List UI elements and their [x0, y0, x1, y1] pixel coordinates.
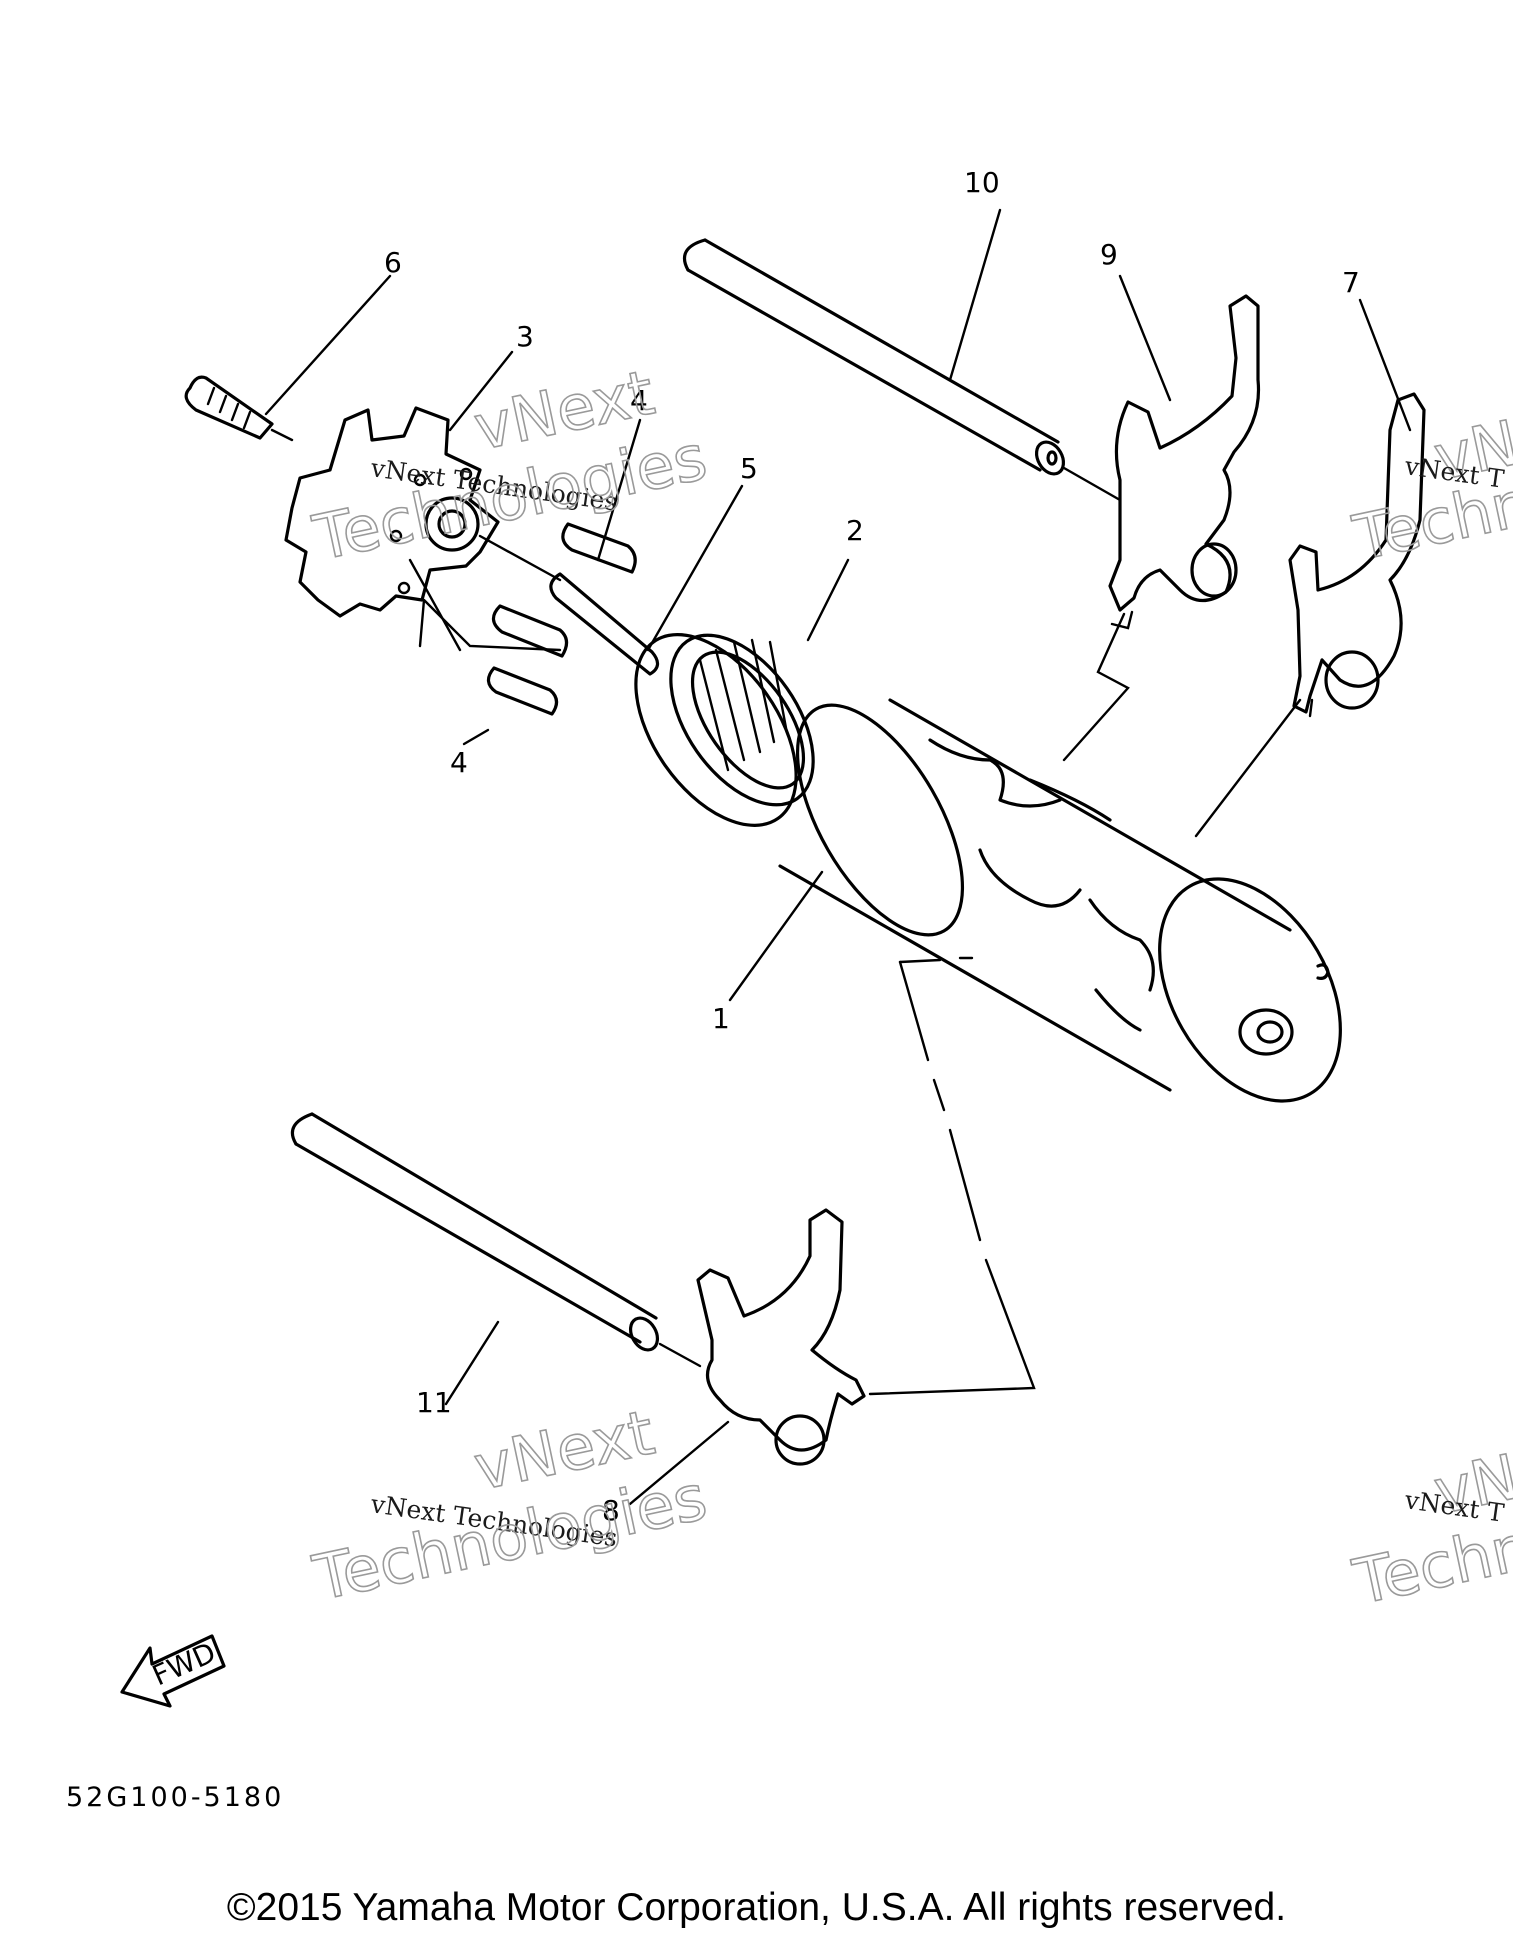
dowel-pins-4	[486, 522, 637, 716]
shift-fork-7	[1288, 392, 1426, 718]
callout-1: 1	[712, 1002, 730, 1035]
segment-3	[284, 406, 562, 652]
bearing-2	[634, 633, 815, 827]
watermark-edge-big-top: vN	[1428, 1440, 1513, 1529]
callout-11: 11	[416, 1386, 452, 1419]
watermark-right-upper: vN vNext T Techn	[1346, 405, 1513, 575]
shift-fork-8	[696, 1208, 866, 1466]
callout-5: 5	[740, 452, 758, 485]
callout-4-lower: 4	[450, 746, 468, 779]
shift-shaft-11	[290, 1112, 702, 1368]
callout-4-upper: 4	[630, 384, 648, 417]
watermark-upper: vNext vNext Technologies Technologies	[306, 355, 713, 576]
callout-numbers: 1 2 3 4 4 5 6 7 8 9 10 11	[384, 166, 1360, 1527]
leader-lines	[264, 208, 1412, 1506]
callout-8: 8	[602, 1494, 620, 1527]
forward-arrow-icon: FWD	[120, 1634, 226, 1708]
copyright-notice: ©2015 Yamaha Motor Corporation, U.S.A. A…	[226, 1886, 1287, 1929]
diagram-code: 52G100-5180	[66, 1782, 284, 1813]
callout-3: 3	[516, 320, 534, 353]
watermark-edge-big-top: vN	[1428, 406, 1513, 495]
watermark-lower: vNext vNext Technologies Technologies	[306, 1395, 713, 1616]
pin-5	[549, 572, 660, 676]
shift-shaft-10	[682, 238, 1122, 502]
callout-6: 6	[384, 246, 402, 279]
watermark-right-lower: vN vNext T Techn	[1346, 1439, 1513, 1619]
screw-6	[184, 375, 294, 442]
callout-9: 9	[1100, 238, 1118, 271]
watermark-edge-big-bottom: Techn	[1347, 1510, 1513, 1619]
shift-fork-9	[1108, 294, 1261, 630]
callout-7: 7	[1342, 266, 1360, 299]
callout-2: 2	[846, 514, 864, 547]
shift-drum-1	[778, 698, 1342, 1103]
callout-10: 10	[964, 166, 1000, 199]
